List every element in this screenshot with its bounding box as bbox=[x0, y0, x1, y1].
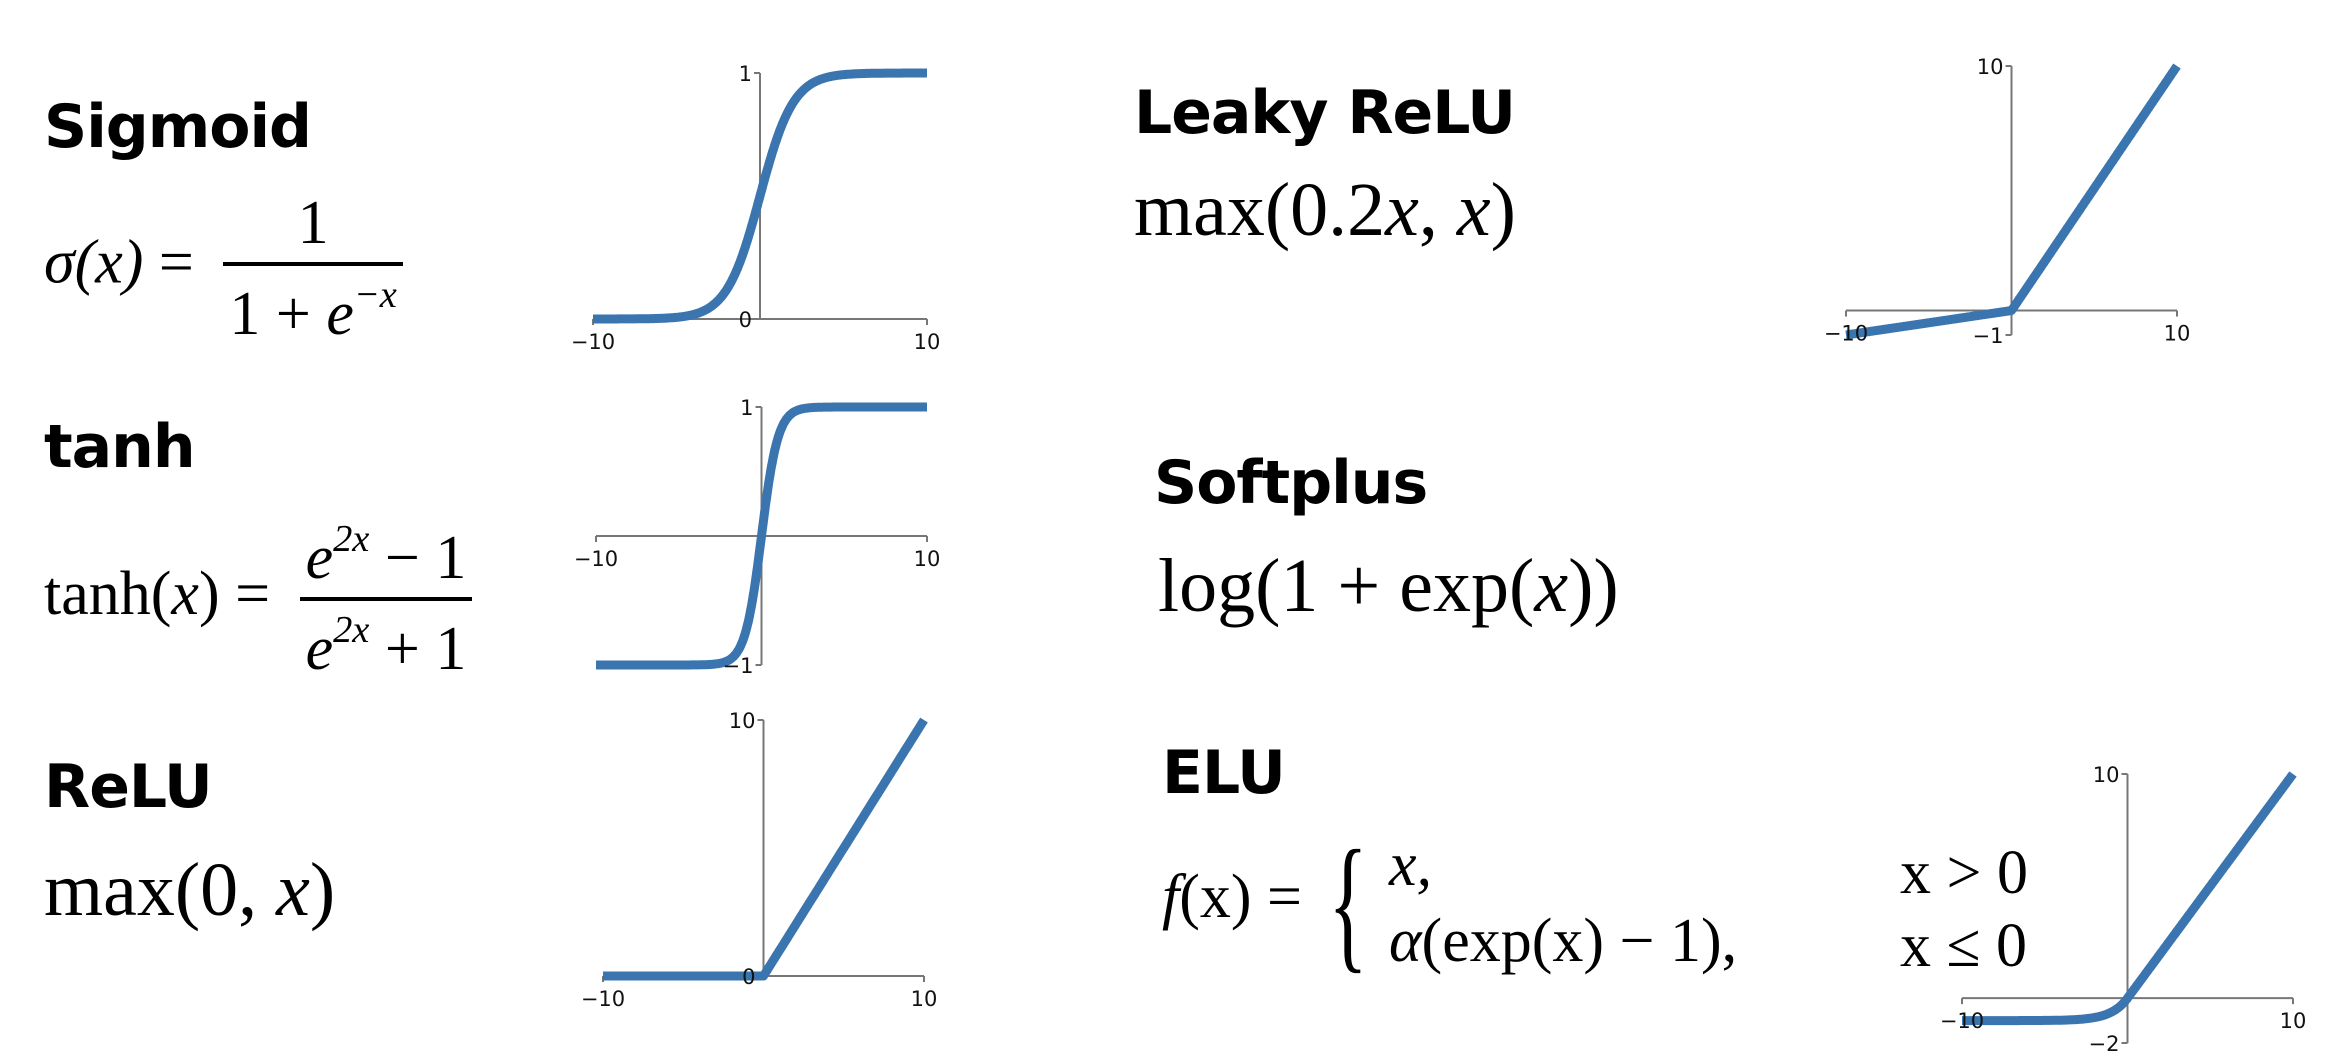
cases: x, α(exp(x) − 1), bbox=[1389, 834, 1737, 972]
formula-part: )) bbox=[1568, 544, 1619, 628]
exponent: 2x bbox=[333, 608, 370, 651]
softplus-formula: log(1 + exp(x)) bbox=[1158, 548, 1619, 624]
relu-xtick-label: −10 bbox=[581, 987, 625, 1011]
denominator: 1 + e−x bbox=[223, 262, 403, 348]
elu-ytick-label: 10 bbox=[2093, 763, 2120, 787]
numerator: e2x − 1 bbox=[300, 520, 473, 597]
var-x: x bbox=[1385, 168, 1419, 252]
relu-curve bbox=[599, 716, 928, 981]
num-tail: − 1 bbox=[369, 523, 467, 592]
var-x: x bbox=[1456, 168, 1491, 252]
den-e: e bbox=[326, 279, 354, 348]
formula-part: ) bbox=[309, 848, 336, 932]
formula-part: max(0.2 bbox=[1134, 168, 1386, 252]
sigmoid-ytick-label: 1 bbox=[739, 62, 752, 86]
formula-part: , bbox=[1418, 168, 1457, 252]
tanh-ytick-label: 1 bbox=[740, 396, 753, 420]
sigmoid-title: Sigmoid bbox=[44, 92, 312, 162]
tanh-title: tanh bbox=[44, 412, 196, 482]
f: f bbox=[1162, 863, 1180, 932]
relu-xtick-label: 10 bbox=[911, 987, 938, 1011]
sigmoid-fraction: 1 1 + e−x bbox=[223, 189, 403, 348]
leaky-relu-curve bbox=[1842, 62, 2181, 340]
var-x: x bbox=[1534, 544, 1569, 628]
formula-part: log(1 + exp( bbox=[1158, 544, 1535, 628]
leaky-relu-xtick-label: −10 bbox=[1824, 322, 1868, 346]
tanh-curve bbox=[592, 402, 931, 670]
tanh-xtick-label: −10 bbox=[574, 547, 618, 571]
relu-title: ReLU bbox=[44, 752, 213, 822]
elu-curve bbox=[1958, 770, 2297, 1026]
elu-xtick-label: −10 bbox=[1940, 1009, 1984, 1033]
relu-ytick-label: 0 bbox=[742, 965, 755, 989]
paren: ( bbox=[150, 560, 172, 629]
elu-title: ELU bbox=[1162, 738, 1286, 808]
sigmoid-arg: (x) bbox=[74, 228, 144, 297]
leaky-relu-formula: max(0.2x, x) bbox=[1134, 172, 1516, 248]
sigmoid-ytick-label: 0 bbox=[739, 308, 752, 332]
tanh-xtick-label: 10 bbox=[914, 547, 941, 571]
leaky-relu-xtick-label: 10 bbox=[2164, 322, 2191, 346]
elu-formula: f(x) = { x, α(exp(x) − 1), bbox=[1162, 828, 1737, 978]
den-tail: + 1 bbox=[369, 614, 467, 683]
relu-formula: max(0, x) bbox=[44, 852, 335, 928]
var-x: x bbox=[171, 560, 199, 629]
alpha: α bbox=[1389, 907, 1422, 975]
elu-ytick-label: −2 bbox=[2089, 1032, 2120, 1056]
leaky-relu-ytick-label: 10 bbox=[1977, 55, 2004, 79]
exponent: 2x bbox=[333, 518, 370, 560]
elu-cond-1: x > 0 bbox=[1900, 839, 2028, 907]
tanh-fn: tanh bbox=[44, 560, 151, 629]
tanh-fraction: e2x − 1 e2x + 1 bbox=[299, 520, 473, 683]
elu-cond-2: x ≤ 0 bbox=[1900, 912, 2028, 980]
leaky-relu-ytick-label: −1 bbox=[1973, 324, 2004, 348]
den-term: 1 + bbox=[229, 279, 327, 348]
numerator: 1 bbox=[297, 189, 329, 257]
leaky-relu-title: Leaky ReLU bbox=[1134, 78, 1516, 148]
formula-part: ) bbox=[1490, 168, 1516, 252]
tanh-formula: tanh(x) = e2x − 1 e2x + 1 bbox=[44, 520, 473, 683]
denominator: e2x + 1 bbox=[299, 596, 473, 683]
case-2-rest: (exp(x) − 1), bbox=[1421, 907, 1738, 975]
equals: = bbox=[235, 560, 271, 629]
lhs: (x) = bbox=[1179, 863, 1302, 932]
sigma-symbol: σ bbox=[44, 228, 75, 297]
sigmoid-xtick-label: 10 bbox=[914, 330, 941, 354]
paren: ) bbox=[198, 560, 220, 629]
e: e bbox=[305, 523, 334, 592]
elu-xtick-label: 10 bbox=[2280, 1009, 2307, 1033]
var-x: x bbox=[276, 848, 310, 932]
left-brace: { bbox=[1327, 820, 1368, 986]
sigmoid-xtick-label: −10 bbox=[571, 330, 615, 354]
case-2: α(exp(x) − 1), bbox=[1389, 910, 1737, 972]
equals: = bbox=[158, 228, 194, 297]
tanh-ytick-label: −1 bbox=[723, 654, 754, 678]
sigmoid-curve bbox=[589, 68, 931, 324]
sigmoid-formula: σ(x) = 1 1 + e−x bbox=[44, 192, 403, 345]
den-exponent: −x bbox=[353, 274, 397, 316]
softplus-title: Softplus bbox=[1154, 448, 1428, 518]
e: e bbox=[305, 614, 334, 683]
formula-part: max(0, bbox=[44, 848, 277, 932]
relu-ytick-label: 10 bbox=[729, 709, 756, 733]
case-1: x, bbox=[1389, 831, 1433, 899]
